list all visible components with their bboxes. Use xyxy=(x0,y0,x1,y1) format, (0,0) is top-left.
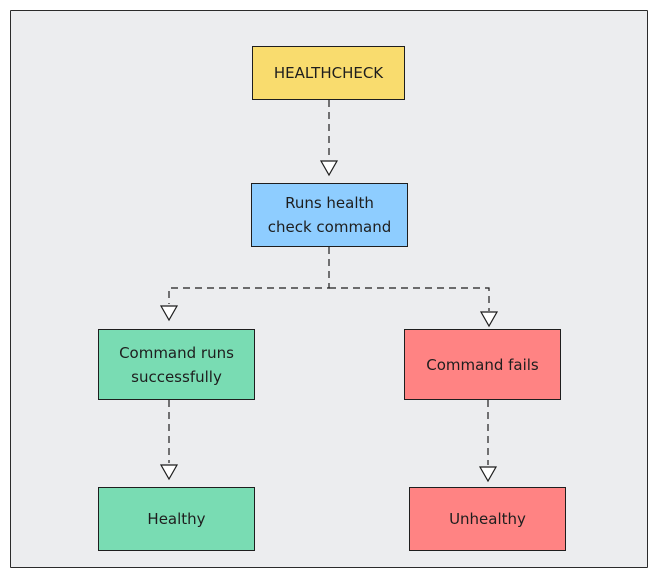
node-fails-label: Command fails xyxy=(426,355,539,374)
node-success-label: Command runs successfully xyxy=(119,343,234,386)
node-healthy-label: Healthy xyxy=(147,510,206,528)
node-healthcheck: HEALTHCHECK xyxy=(252,46,405,100)
arrowhead-unhealthy xyxy=(478,466,498,483)
arrowhead-healthy xyxy=(159,464,179,481)
edge-runs-to-fails xyxy=(329,287,490,311)
node-runs-label: Runs health check command xyxy=(267,194,392,236)
node-unhealthy: Unhealthy xyxy=(409,487,566,551)
edge-runs-to-success xyxy=(168,247,330,304)
arrowhead-fails xyxy=(479,311,499,328)
node-unhealthy-label: Unhealthy xyxy=(449,510,526,528)
node-healthy: Healthy xyxy=(98,487,255,551)
node-command-success: Command runs successfully xyxy=(98,329,255,400)
node-runs-health-check: Runs health check command xyxy=(251,183,408,247)
arrowhead-runs xyxy=(319,160,339,177)
arrowhead-success xyxy=(159,305,179,322)
node-command-fails: Command fails xyxy=(404,329,561,400)
node-healthcheck-label: HEALTHCHECK xyxy=(273,64,384,82)
